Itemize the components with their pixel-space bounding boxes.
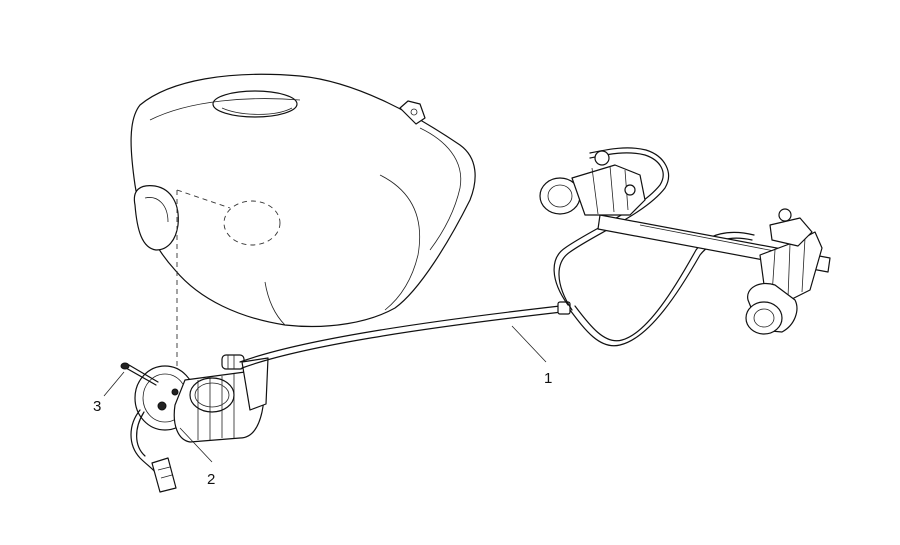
fuel-tank [130,73,476,372]
mounting-screw [120,362,159,386]
fuel-pump-assembly [130,354,269,493]
callout-label-1: 1 [544,370,552,387]
callout-1: 1 [511,325,552,387]
throttle-body-assembly [539,150,831,335]
callout-label-3: 3 [93,398,101,415]
callout-label-2: 2 [207,471,215,488]
callout-3: 3 [93,371,125,415]
callout-2: 2 [179,427,215,488]
